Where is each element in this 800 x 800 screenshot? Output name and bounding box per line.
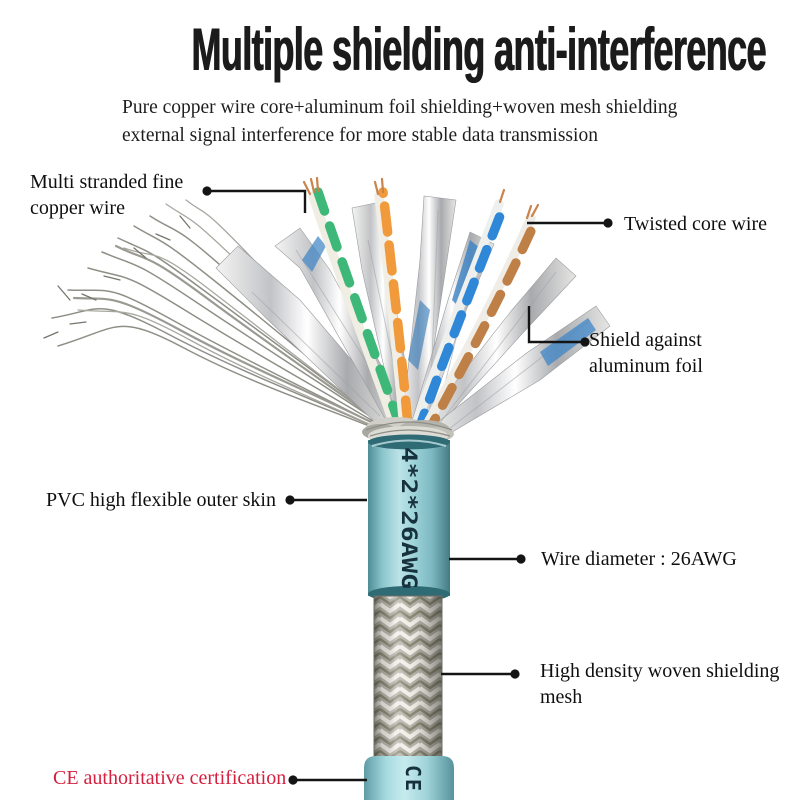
copper-strand-tips	[302, 176, 540, 220]
subtitle-line-1: Pure copper wire core+aluminum foil shie…	[122, 97, 678, 118]
twisted-pairs	[302, 176, 540, 441]
page-title: Multiple shielding anti-interference	[0, 20, 800, 80]
leader-multi-stranded	[207, 189, 307, 213]
subtitle: Pure copper wire core+aluminum foil shie…	[122, 94, 722, 150]
cable-print-text: 4*2*26AWG	[397, 447, 421, 589]
leader-shield-foil	[527, 306, 585, 344]
label-shield-aluminum-foil: Shield against aluminum foil	[589, 329, 703, 377]
foil-shield-strips	[215, 195, 611, 445]
leader-dots	[202, 186, 613, 785]
label-twisted-core-wire: Twisted core wire	[624, 213, 767, 235]
woven-mesh-sleeve	[373, 595, 443, 758]
cable-jacket: 4*2*26AWG	[368, 434, 450, 602]
label-wire-diameter: Wire diameter : 26AWG	[541, 548, 737, 570]
blue-foil-accents	[302, 236, 596, 370]
label-ce-certification: CE authoritative certification	[53, 767, 287, 789]
subtitle-line-2: external signal interference for more st…	[122, 125, 598, 146]
ce-collar: CE	[364, 756, 454, 800]
label-multi-stranded-copper: Multi stranded fine copper wire	[30, 171, 184, 219]
label-pvc-outer-skin: PVC high flexible outer skin	[46, 489, 276, 511]
leader-lines	[207, 189, 608, 782]
ce-mark-text: CE	[401, 765, 425, 793]
label-woven-shielding-mesh: High density woven shielding mesh	[540, 660, 780, 708]
page-title-text: Multiple shielding anti-interference	[191, 16, 766, 83]
